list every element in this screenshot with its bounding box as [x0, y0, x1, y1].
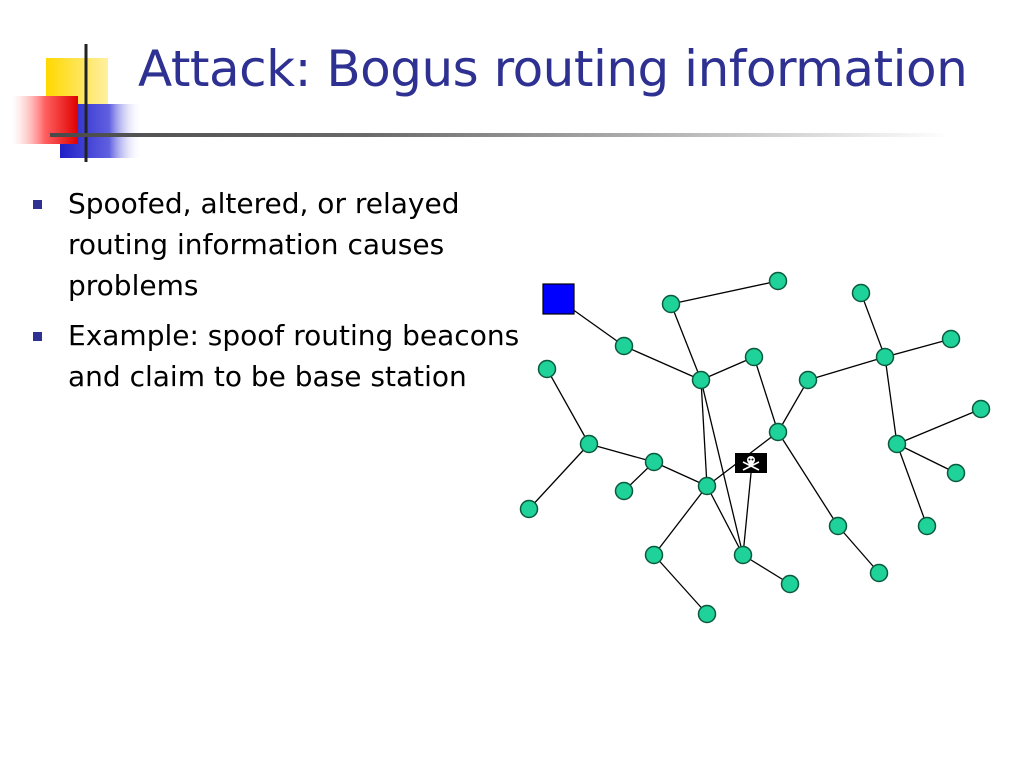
- link: [706, 485, 744, 556]
- square-bullet-icon: [33, 332, 42, 341]
- sensor-node: [614, 336, 634, 356]
- sensor-node: [744, 347, 764, 367]
- link: [546, 368, 590, 445]
- sensor-node: [917, 516, 937, 536]
- sensor-node: [875, 347, 895, 367]
- link: [653, 461, 708, 487]
- link: [742, 462, 753, 556]
- link: [896, 408, 982, 445]
- sensor-node: [946, 463, 966, 483]
- bullet-text: Example: spoof routing beacons and claim…: [68, 319, 520, 393]
- sensor-node: [697, 604, 717, 624]
- title-divider: [50, 133, 950, 137]
- sensor-node: [691, 370, 711, 390]
- bullet-text: Spoofed, altered, or relayed routing inf…: [68, 187, 460, 302]
- link: [860, 292, 886, 358]
- sensor-node: [644, 545, 664, 565]
- link: [670, 280, 779, 305]
- attacker-node: [735, 453, 767, 473]
- sensor-node: [971, 399, 991, 419]
- network-diagram: [519, 271, 991, 624]
- link: [653, 485, 708, 556]
- sensor-node: [644, 452, 664, 472]
- link: [837, 525, 880, 574]
- sensor-node: [768, 271, 788, 291]
- sensor-node: [828, 516, 848, 536]
- link: [623, 345, 702, 381]
- link: [884, 338, 952, 358]
- sensor-node: [768, 422, 788, 442]
- link: [588, 443, 655, 463]
- sensor-node: [661, 294, 681, 314]
- sensor-node: [780, 574, 800, 594]
- sensor-node: [579, 434, 599, 454]
- link: [884, 356, 898, 445]
- sensor-node: [798, 370, 818, 390]
- link: [700, 379, 708, 487]
- sensor-node: [733, 545, 753, 565]
- sensor-node: [519, 499, 539, 519]
- link: [777, 379, 809, 433]
- bullet-list: Spoofed, altered, or relayed routing inf…: [30, 183, 530, 406]
- link: [896, 443, 957, 474]
- sensor-node: [869, 563, 889, 583]
- bullet-item: Spoofed, altered, or relayed routing inf…: [30, 183, 530, 306]
- sensor-node: [887, 434, 907, 454]
- link: [700, 379, 744, 556]
- sensor-node: [537, 359, 557, 379]
- link: [700, 356, 755, 381]
- link: [807, 356, 886, 381]
- decorative-squares-logo: [12, 44, 142, 162]
- bullet-item: Example: spoof routing beacons and claim…: [30, 315, 530, 397]
- square-bullet-icon: [33, 200, 42, 209]
- link: [896, 443, 928, 527]
- slide-title: Attack: Bogus routing information: [138, 40, 968, 98]
- link: [777, 431, 839, 527]
- base-station-node: [542, 283, 575, 315]
- link: [670, 303, 702, 381]
- sensor-node: [941, 329, 961, 349]
- sensor-node: [697, 476, 717, 496]
- sensor-node: [851, 283, 871, 303]
- link: [653, 554, 708, 615]
- sensor-node: [614, 481, 634, 501]
- skull-crossbones-icon: [742, 456, 760, 471]
- link: [753, 356, 779, 433]
- link: [528, 443, 590, 510]
